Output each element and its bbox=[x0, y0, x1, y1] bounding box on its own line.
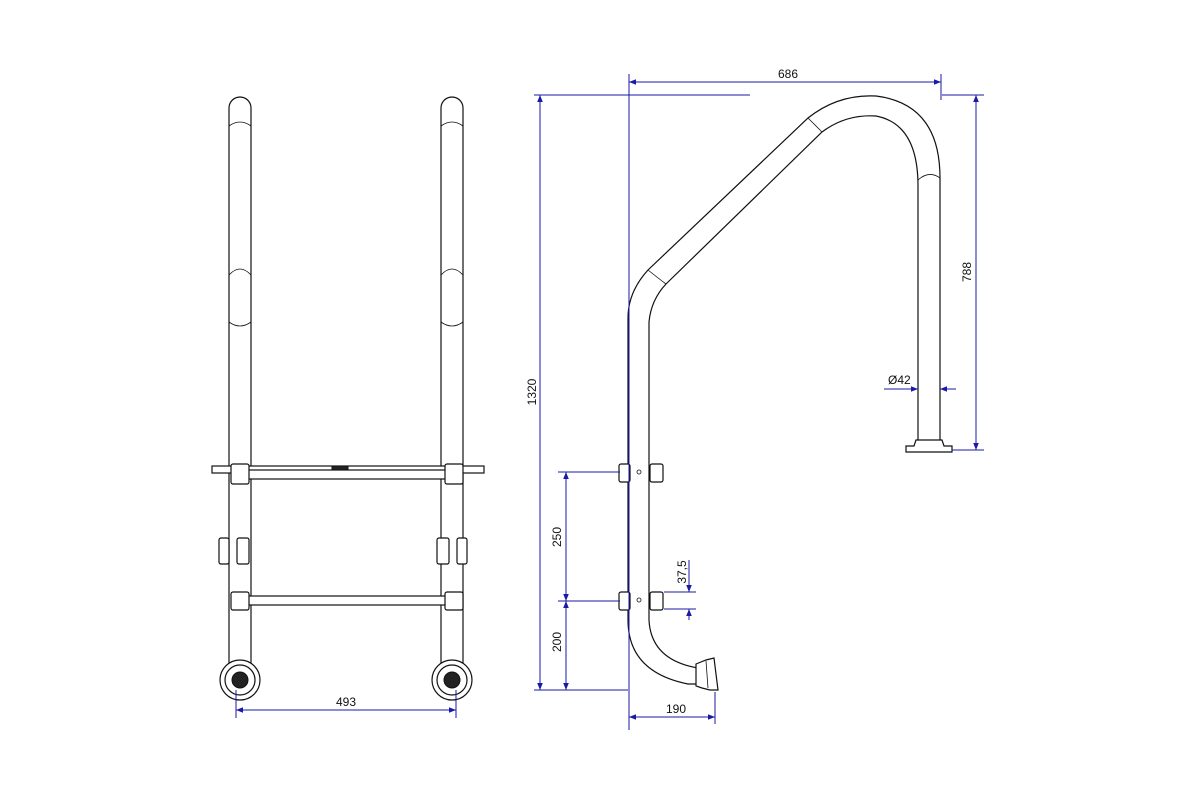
dim-bottom-height-label: 200 bbox=[550, 632, 564, 652]
front-feet bbox=[219, 659, 473, 701]
dim-bottom-width-label: 190 bbox=[666, 702, 686, 716]
dim-step-offset-label: 37,5 bbox=[675, 560, 689, 584]
dim-top-width-label: 686 bbox=[778, 67, 798, 81]
side-lower-tube bbox=[627, 470, 719, 691]
front-view: 493 bbox=[211, 96, 485, 718]
side-total-height-dimension: 1320 bbox=[525, 94, 750, 730]
front-lower-step bbox=[230, 591, 464, 611]
front-upper-step bbox=[211, 463, 485, 485]
side-step-offset-dimension: 37,5 bbox=[664, 560, 696, 620]
dim-total-height-label: 1320 bbox=[525, 378, 539, 405]
dim-handrail-height-label: 788 bbox=[960, 262, 974, 282]
front-side-brackets bbox=[218, 537, 468, 565]
side-bottom-height-dimension: 200 bbox=[550, 601, 569, 690]
side-bottom-width-dimension: 190 bbox=[629, 692, 716, 724]
side-tube-diameter-dimension: Ø42 bbox=[884, 373, 956, 392]
side-top-width-dimension: 686 bbox=[628, 67, 942, 100]
front-right-tube bbox=[440, 96, 464, 671]
dim-front-width-label: 493 bbox=[336, 695, 356, 709]
side-handrail bbox=[627, 95, 953, 470]
front-width-dimension: 493 bbox=[235, 690, 457, 718]
dim-tube-diameter-label: Ø42 bbox=[888, 373, 911, 387]
front-left-tube bbox=[228, 96, 252, 671]
side-handrail-height-dimension: 788 bbox=[942, 94, 984, 451]
side-step-spacing-dimension: 250 bbox=[550, 471, 620, 602]
dim-step-spacing-label: 250 bbox=[550, 527, 564, 547]
side-view: 686 1320 788 Ø42 250 bbox=[525, 67, 984, 730]
side-step-brackets bbox=[618, 463, 664, 611]
